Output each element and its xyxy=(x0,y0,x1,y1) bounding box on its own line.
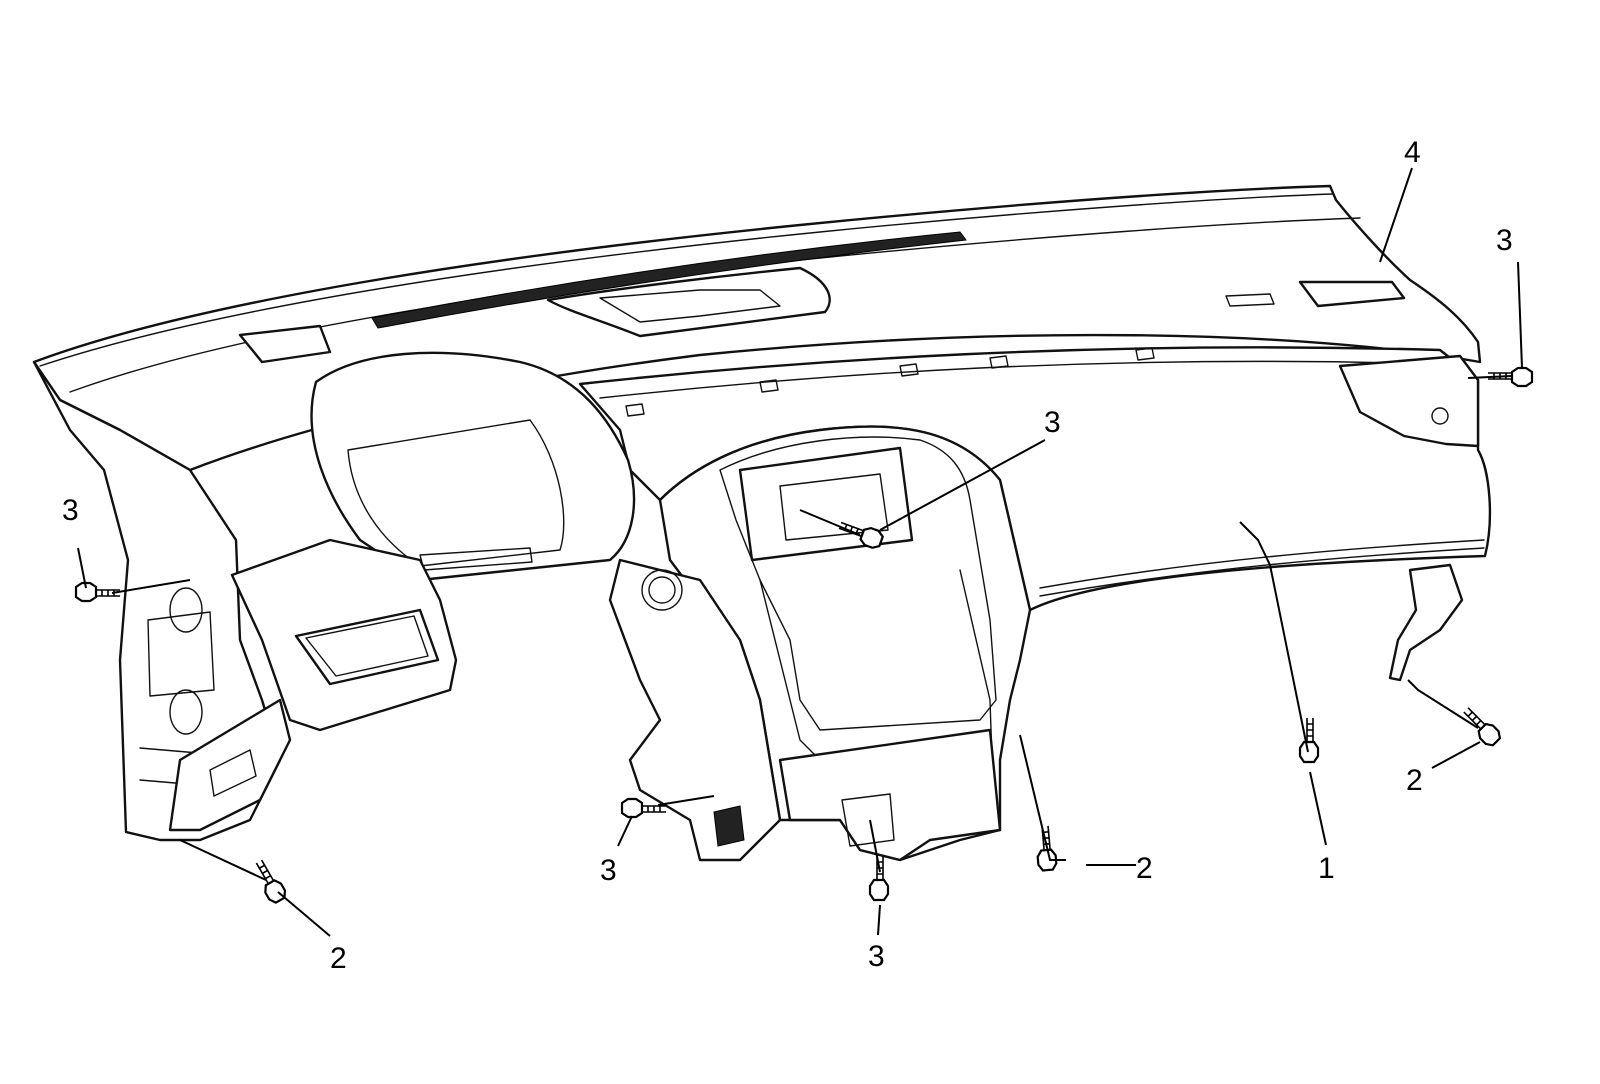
bolt-icon xyxy=(1036,825,1058,872)
bolt-icon xyxy=(1463,707,1502,747)
callout-2-right: 2 xyxy=(1406,764,1423,797)
bolt-icon xyxy=(255,859,287,904)
instrument-panel xyxy=(32,184,1492,862)
leader-lines xyxy=(77,167,1523,937)
top-pad-edge-line xyxy=(39,193,1333,367)
headlamp-switch-opening xyxy=(294,608,440,686)
center-left-support xyxy=(608,558,782,862)
cluster-opening xyxy=(347,419,565,567)
passenger-body-crease xyxy=(1039,539,1485,589)
driver-side-end-panel xyxy=(32,360,282,842)
callout-1: 1 xyxy=(1318,852,1335,885)
callout-3-right: 3 xyxy=(1496,224,1513,257)
callout-3-left: 3 xyxy=(62,494,79,527)
right-lower-bracket xyxy=(1388,563,1464,682)
left-defrost-vent xyxy=(238,324,332,364)
callout-labels: 1 2 2 2 3 3 3 3 3 4 xyxy=(62,136,1513,975)
driver-lower-bracket xyxy=(168,698,292,832)
bolt-icon xyxy=(868,856,890,902)
bolt-icon xyxy=(838,521,885,549)
callout-3-center-upper: 3 xyxy=(1044,406,1061,439)
callout-2-center: 2 xyxy=(1136,852,1153,885)
right-speaker-grille xyxy=(1298,280,1406,308)
center-vent-ring xyxy=(641,569,683,611)
center-stack-inner-frame xyxy=(719,436,997,731)
callout-4: 4 xyxy=(1404,136,1421,169)
callout-2-left: 2 xyxy=(330,942,347,975)
side-vent-opening-upper xyxy=(169,587,203,633)
instrument-cluster-hood xyxy=(310,351,636,582)
callout-3-lower-left: 3 xyxy=(600,854,617,887)
bolt-icon xyxy=(1298,718,1320,764)
defroster-grille xyxy=(371,231,967,329)
center-speaker-opening xyxy=(546,266,831,338)
bolt-icon xyxy=(620,797,666,819)
side-vent-opening-lower xyxy=(169,689,203,735)
center-stack-rail-left xyxy=(759,579,821,761)
callout-3-lower-center: 3 xyxy=(868,940,885,973)
center-support-vent xyxy=(713,805,745,847)
